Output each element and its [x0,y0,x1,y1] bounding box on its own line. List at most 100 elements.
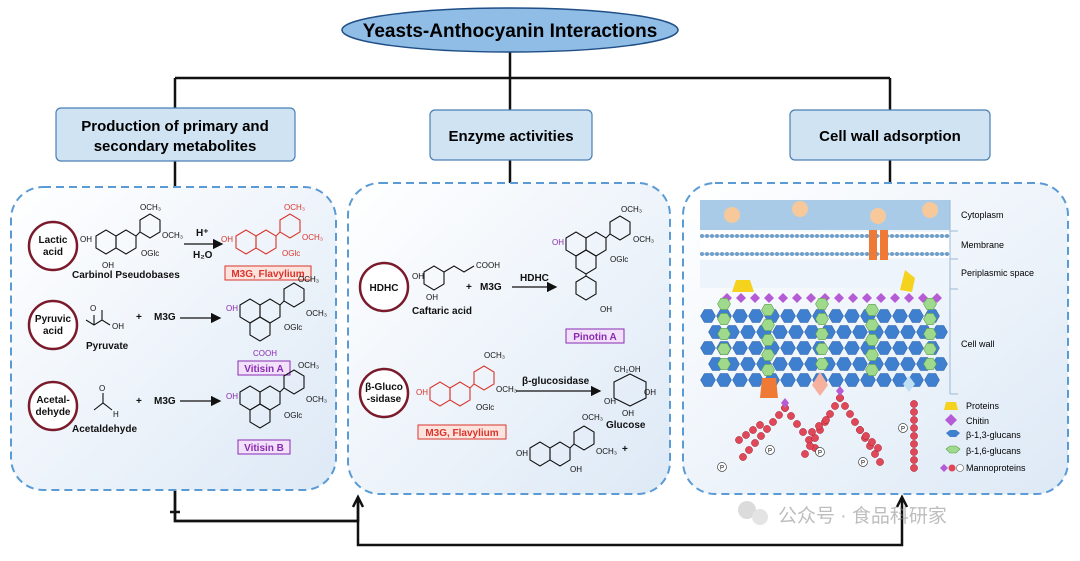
svg-text:+: + [466,282,472,293]
svg-text:OH: OH [102,261,114,270]
svg-text:P: P [818,451,822,457]
svg-text:OH: OH [516,449,528,458]
caftaric-structure [423,265,475,291]
svg-text:OCH₃: OCH₃ [284,203,305,212]
svg-text:OH: OH [570,465,582,474]
label-cell-wall: Cell wall [961,339,995,349]
diagram-title: Yeasts-Anthocyanin Interactions [341,7,679,53]
connector-lines [173,52,904,547]
heading-primary: Production of primary and secondary meta… [55,107,296,162]
pyruvic-acid-circle [27,299,79,351]
svg-text:P: P [901,427,905,433]
svg-text:OH: OH [426,293,438,302]
svg-text:OH: OH [80,235,92,244]
acetaldehyde-circle [27,380,79,432]
svg-text:Production of primary and: Production of primary and [81,118,269,135]
svg-text:Acetaldehyde: Acetaldehyde [72,424,137,435]
svg-text:Mannoproteins: Mannoproteins [966,463,1026,473]
svg-text:OGlc: OGlc [141,249,159,258]
cytoplasm-layer [700,200,950,230]
svg-text:acid: acid [43,247,63,258]
vitisin-b-structure [239,369,305,429]
svg-text:P: P [720,466,724,472]
svg-text:P: P [768,449,772,455]
panel-primary [10,186,337,491]
svg-text:OCH₃: OCH₃ [633,235,654,244]
glucosidase-row: β-Gluco -sidase OH OCH₃ OCH₃ OGlc M3G, F… [358,351,656,474]
svg-text:Acetal-: Acetal- [36,395,69,406]
svg-text:OH: OH [552,238,564,247]
svg-text:OCH₃: OCH₃ [596,447,617,456]
svg-text:Yeasts-Anthocyanin Interaction: Yeasts-Anthocyanin Interactions [363,21,658,42]
svg-text:β-1,6-glucans: β-1,6-glucans [966,446,1021,456]
svg-text:acid: acid [43,326,63,337]
svg-text:OCH₃: OCH₃ [621,205,642,214]
lactic-acid-circle [27,220,79,272]
svg-text:H₂O: H₂O [193,250,213,261]
svg-text:P: P [861,461,865,467]
svg-text:CH₂OH: CH₂OH [614,365,641,374]
beta-glucosidase-circle [358,367,410,419]
svg-text:+: + [136,312,142,323]
svg-text:HDHC: HDHC [520,273,549,284]
svg-text:OH: OH [412,272,424,281]
svg-text:OCH₃: OCH₃ [298,275,319,284]
svg-text:OGlc: OGlc [476,403,494,412]
glucose-structure [613,373,647,407]
svg-text:HDHC: HDHC [370,283,399,294]
svg-text:OCH₃: OCH₃ [306,395,327,404]
svg-text:OCH₃: OCH₃ [496,385,517,394]
svg-text:OH: OH [112,322,124,331]
hdhc-row: HDHC OH OH COOH Caftaric acid + M3G HDHC… [358,205,654,344]
svg-text:Cell wall adsorption: Cell wall adsorption [819,128,961,145]
svg-text:β-Gluco: β-Gluco [365,382,403,393]
lactic-row: Lactic acid OH OH OCH₃ OCH₃ OGlc Carbino… [27,203,323,281]
svg-text:M3G, Flavylium: M3G, Flavylium [425,428,498,439]
svg-text:+: + [136,396,142,407]
panel-enzyme [347,182,671,495]
svg-text:OH: OH [226,304,238,313]
svg-text:OH: OH [644,388,656,397]
svg-text:OCH₃: OCH₃ [582,413,603,422]
cellwall-legend: Proteins Chitin β-1,3-glucans β-1,6-gluc… [940,401,1026,473]
svg-text:M3G: M3G [154,312,176,323]
acetaldehyde-row: Acetal- dehyde O H Acetaldehyde + M3G OH… [27,361,327,455]
flavylium-structure [235,213,301,255]
pinotin-a-structure [565,215,631,301]
svg-text:dehyde: dehyde [35,407,70,418]
svg-text:OH: OH [604,397,616,406]
svg-text:Lactic: Lactic [39,235,68,246]
membrane-lipids [700,234,949,256]
svg-text:β-glucosidase: β-glucosidase [522,376,590,387]
svg-text:Proteins: Proteins [966,401,1000,411]
svg-text:Chitin: Chitin [966,416,989,426]
svg-text:Caftaric acid: Caftaric acid [412,306,472,317]
svg-text:OH: OH [600,305,612,314]
svg-text:OCH₃: OCH₃ [484,351,505,360]
svg-text:H: H [113,410,119,419]
m3g-flavylium-structure [429,365,495,407]
svg-text:Pyruvate: Pyruvate [86,341,129,352]
svg-text:OH: OH [226,392,238,401]
hdhc-circle [358,261,410,313]
watermark: 公众号 · 食品科研家 [738,501,947,527]
heading-cellwall: Cell wall adsorption [789,109,991,161]
pyruvic-row: Pyruvic acid O OH Pyruvate + M3G OH OCH₃… [27,275,327,376]
svg-text:secondary metabolites: secondary metabolites [94,138,257,155]
svg-text:COOH: COOH [253,349,277,358]
svg-text:Enzyme activities: Enzyme activities [448,128,573,145]
svg-text:OGlc: OGlc [284,411,302,420]
vitisin-a-structure [239,282,305,342]
carbinol-structure [95,213,161,255]
svg-text:+: + [622,444,628,455]
svg-text:OGlc: OGlc [284,323,302,332]
label-periplasmic-space: Periplasmic space [961,268,1034,278]
svg-text:OGlc: OGlc [282,249,300,258]
svg-text:OH: OH [622,409,634,418]
svg-text:Glucose: Glucose [606,420,646,431]
svg-text:OCH₃: OCH₃ [140,203,161,212]
svg-text:OCH₃: OCH₃ [162,231,183,240]
svg-text:OCH₃: OCH₃ [302,233,323,242]
svg-text:Pinotin A: Pinotin A [573,332,617,343]
